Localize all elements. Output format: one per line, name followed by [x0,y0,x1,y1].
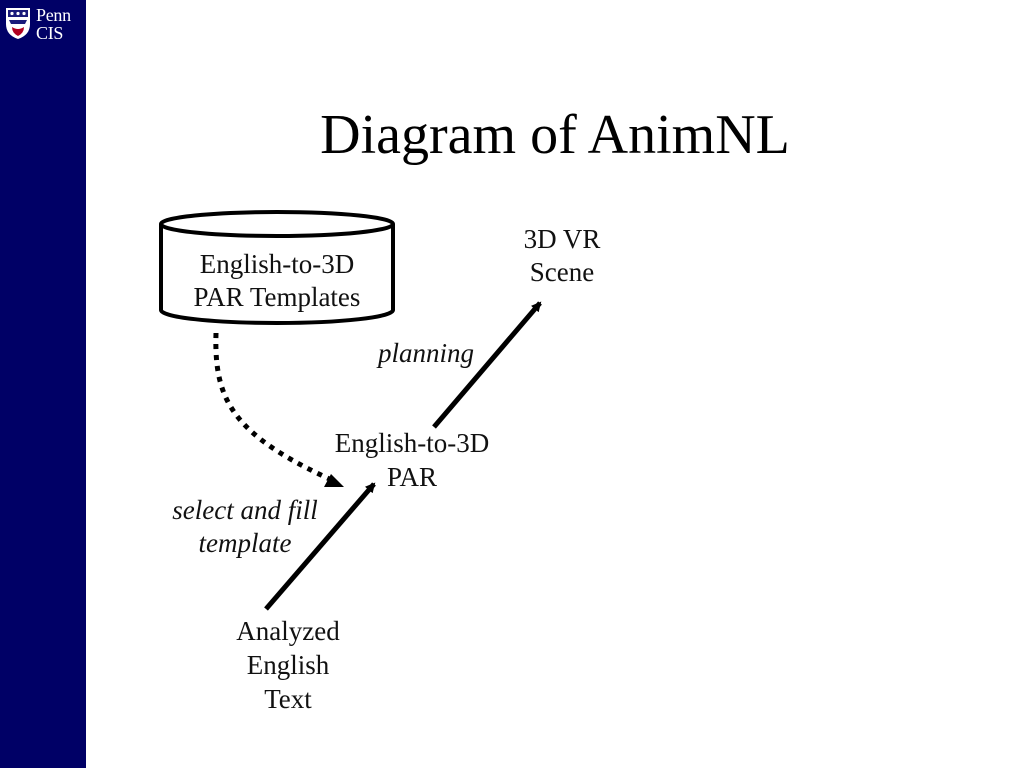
templates-cylinder [159,210,395,325]
logo-text-cis: CIS [36,23,64,43]
penn-cis-logo: Penn CIS [0,0,86,48]
planning-arrow [432,301,542,429]
penn-shield-icon [6,8,30,39]
logo-text-penn: Penn [36,5,71,25]
select-fill-label-line-1: select and fill [172,495,318,525]
dotted-arrowhead [324,474,344,487]
scene-label-line-2: Scene [529,257,595,287]
planning-label: planning [377,338,474,368]
select-fill-label-line-2: template [198,528,292,558]
input-label-line-3: Text [264,684,312,714]
slide-title: Diagram of AnimNL [320,104,790,166]
par-label-line-2: PAR [386,462,438,492]
input-label-line-2: English [246,650,330,680]
dotted-template-arrow [213,332,338,485]
templates-label-line-1: English-to-3D [199,249,355,279]
sidebar-bar: Penn CIS [0,0,86,768]
par-label-line-1: English-to-3D [334,428,490,458]
templates-label-line-2: PAR Templates [193,282,361,312]
select-fill-arrow [264,482,376,611]
scene-label-line-1: 3D VR [523,224,601,254]
input-label-line-1: Analyzed [236,616,340,646]
